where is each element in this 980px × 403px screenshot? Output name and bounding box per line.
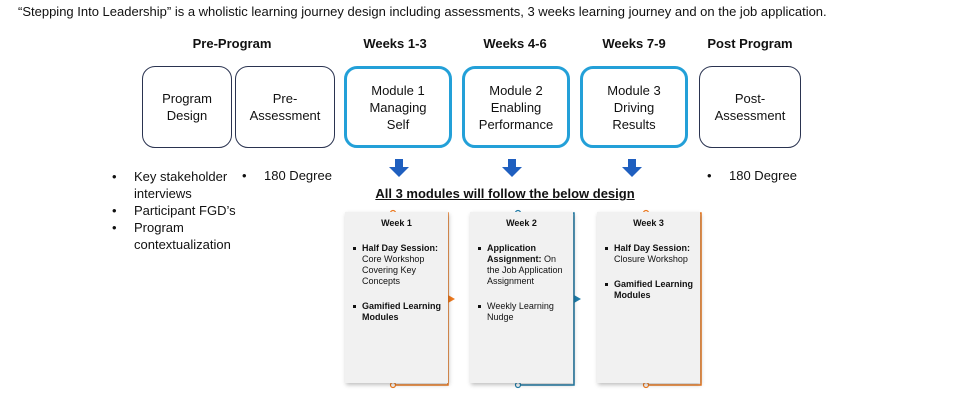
- module-3-box: Module 3 Driving Results: [580, 66, 688, 148]
- down-arrow-icon: [622, 159, 642, 177]
- item-bold-text: Gamified Learning Modules: [362, 301, 442, 322]
- week-2-item: Application Assignment: On the Job Appli…: [476, 243, 567, 287]
- week-3-card: Week 3 Half Day Session: Closure Worksho…: [597, 212, 700, 383]
- bullet-item: 180 Degree: [705, 167, 815, 184]
- item-bold-text: Half Day Session:: [362, 243, 439, 253]
- program-design-box: Program Design: [142, 66, 232, 148]
- week-2-card: Week 2 Application Assignment: On the Jo…: [470, 212, 573, 383]
- bullet-item: Key stakeholder interviews: [110, 168, 250, 202]
- item-text: Closure Workshop: [614, 254, 688, 264]
- down-arrow-icon: [502, 159, 522, 177]
- item-text: On the Job Application Assignment: [487, 254, 563, 286]
- module-2-box: Module 2 Enabling Performance: [462, 66, 570, 148]
- week-3-label: Week 3: [633, 218, 664, 228]
- week-1-item: Gamified Learning Modules: [351, 301, 442, 323]
- phase-weeks-7-9: Weeks 7-9: [602, 36, 666, 51]
- bullet-item: Participant FGD’s: [110, 202, 250, 219]
- design-title: All 3 modules will follow the below desi…: [375, 186, 635, 201]
- phase-weeks-4-6: Weeks 4-6: [483, 36, 547, 51]
- module-2-label: Module 2 Enabling Performance: [478, 82, 554, 132]
- down-arrow-icon: [389, 159, 409, 177]
- module-1-box: Module 1 Managing Self: [344, 66, 452, 148]
- program-design-label: Program Design: [162, 91, 212, 123]
- item-text: Weekly Learning Nudge: [487, 301, 554, 322]
- post-assessment-bullets: 180 Degree: [705, 167, 815, 184]
- post-assessment-label: Post- Assessment: [714, 91, 786, 123]
- week-3-item: Half Day Session: Closure Workshop: [603, 243, 694, 265]
- pre-design-bullets: Key stakeholder interviews Participant F…: [110, 168, 250, 253]
- module-3-label: Module 3 Driving Results: [607, 82, 661, 132]
- pre-assessment-bullets: 180 Degree: [240, 167, 350, 184]
- item-text: Core Workshop Covering Key Concepts: [362, 254, 425, 286]
- item-bold-text: Gamified Learning Modules: [614, 279, 694, 300]
- week-2-item: Weekly Learning Nudge: [476, 301, 567, 323]
- phase-pre-program: Pre-Program: [192, 36, 272, 51]
- pre-assessment-label: Pre- Assessment: [249, 91, 321, 123]
- item-bold-text: Application Assignment:: [487, 243, 542, 264]
- bullet-item: Program contextualization: [110, 219, 250, 253]
- pre-assessment-box: Pre- Assessment: [235, 66, 335, 148]
- phase-post-program: Post Program: [707, 36, 793, 51]
- week-1-card: Week 1 Half Day Session: Core Workshop C…: [345, 212, 448, 383]
- post-assessment-box: Post- Assessment: [699, 66, 801, 148]
- week-1-item: Half Day Session: Core Workshop Covering…: [351, 243, 442, 287]
- week-2-label: Week 2: [506, 218, 537, 228]
- week-3-item: Gamified Learning Modules: [603, 279, 694, 301]
- bullet-item: 180 Degree: [240, 167, 350, 184]
- phase-weeks-1-3: Weeks 1-3: [363, 36, 427, 51]
- module-1-label: Module 1 Managing Self: [369, 82, 427, 132]
- week-1-label: Week 1: [381, 218, 412, 228]
- intro-text: “Stepping Into Leadership” is a wholisti…: [18, 4, 827, 19]
- item-bold-text: Half Day Session:: [614, 243, 691, 253]
